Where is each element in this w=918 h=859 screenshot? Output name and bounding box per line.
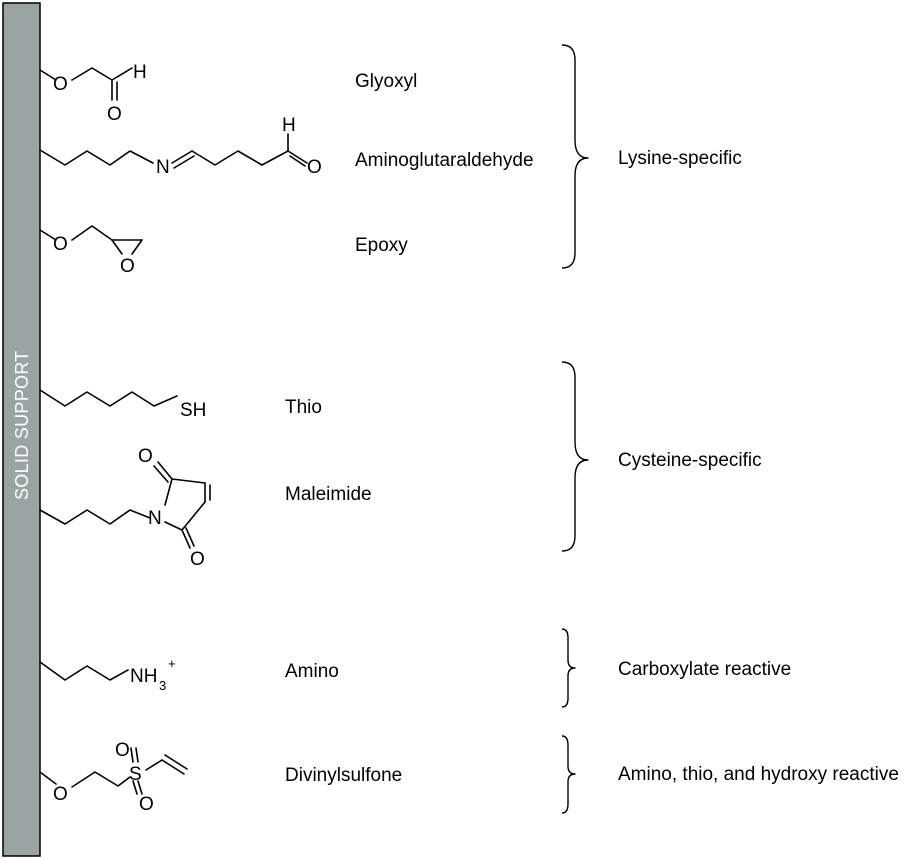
entry-name-divinylsulfone: Divinylsulfone xyxy=(285,765,402,786)
charge-plus: + xyxy=(168,656,176,671)
structure-amino: NH 3 + xyxy=(39,656,176,693)
entry-name-aminoglutaraldehyde: Aminoglutaraldehyde xyxy=(355,150,534,171)
brace-lysine xyxy=(561,44,589,269)
group-label-amino-thio-hydroxy-reactive: Amino, thio, and hydroxy reactive xyxy=(618,764,899,785)
atom-o: O xyxy=(53,74,68,95)
structure-divinylsulfone: O S O O xyxy=(39,740,188,815)
atom-o: O xyxy=(53,234,68,255)
atom-n: N xyxy=(148,508,162,529)
brace-carboxylate xyxy=(561,628,576,708)
group-label-carboxylate-reactive: Carboxylate reactive xyxy=(618,659,791,680)
braces xyxy=(561,44,589,814)
entry-name-glyoxyl: Glyoxyl xyxy=(355,71,417,92)
entry-name-maleimide: Maleimide xyxy=(285,484,372,505)
structure-epoxy: O O xyxy=(39,225,143,277)
atom-h: H xyxy=(133,62,147,83)
atom-n: N xyxy=(156,157,170,178)
subscript-3: 3 xyxy=(159,678,166,693)
support-label: SOLID SUPPORT xyxy=(12,350,32,500)
atom-o: O xyxy=(139,794,154,815)
entry-name-amino: Amino xyxy=(285,661,339,682)
structure-glyoxyl: O O H xyxy=(39,62,147,125)
brace-amino-thio-hydroxy xyxy=(561,735,576,814)
atom-o: O xyxy=(120,256,135,277)
structure-maleimide: N O O xyxy=(39,446,211,570)
atom-sh: SH xyxy=(180,400,206,421)
entry-name-epoxy: Epoxy xyxy=(355,235,408,256)
group-label-cysteine-specific: Cysteine-specific xyxy=(618,450,762,471)
structure-thio: SH xyxy=(39,389,206,421)
atom-o: O xyxy=(307,157,322,178)
atom-o: O xyxy=(53,784,68,805)
atom-o: O xyxy=(107,104,122,125)
entry-names: Glyoxyl Aminoglutaraldehyde Epoxy Thio M… xyxy=(285,71,534,786)
atom-s: S xyxy=(129,764,142,785)
brace-cysteine xyxy=(561,361,589,552)
atom-o: O xyxy=(138,446,153,467)
atom-o: O xyxy=(115,740,130,761)
group-labels: Lysine-specific Cysteine-specific Carbox… xyxy=(618,148,899,785)
entry-name-thio: Thio xyxy=(285,397,322,418)
atom-nh: NH xyxy=(130,666,157,687)
atom-h: H xyxy=(282,115,296,136)
structure-aminoglutaraldehyde: N O H xyxy=(39,115,322,178)
atom-o: O xyxy=(190,549,205,570)
support-bar xyxy=(2,2,41,857)
group-label-lysine-specific: Lysine-specific xyxy=(618,148,742,169)
solid-support: SOLID SUPPORT xyxy=(2,2,41,857)
